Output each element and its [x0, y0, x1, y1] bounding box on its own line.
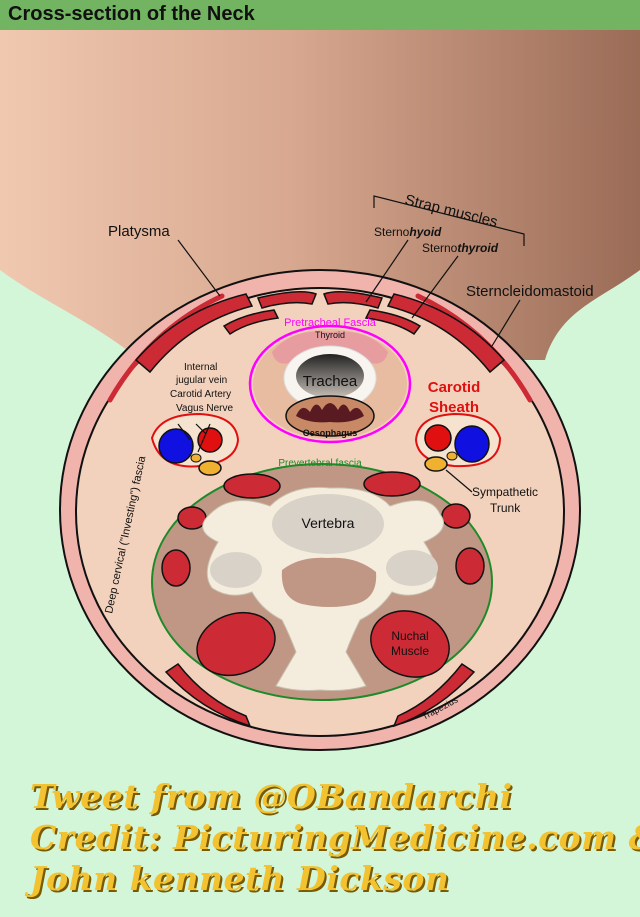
platysma-label: Platysma	[108, 223, 170, 240]
sternothyroid-left	[222, 309, 280, 336]
prevertebral-muscle-4	[441, 503, 471, 529]
neck-skin	[0, 30, 640, 360]
internal-jugular-vein-label-2: jugular vein	[175, 375, 227, 386]
nuchal-muscle-label-1: Nuchal	[391, 629, 428, 643]
prevertebral-muscle-5	[161, 549, 191, 587]
nuchal-muscle-left	[196, 611, 276, 677]
sternohyoid-label: Sternohyoid	[374, 225, 442, 239]
sympathetic-trunk-left	[198, 460, 222, 476]
sympathetic-trunk-label-1: Sympathetic	[472, 485, 538, 499]
carotid-sheath-label-1: Carotid	[428, 379, 481, 396]
trapezius-right	[392, 662, 476, 728]
vertebra-label: Vertebra	[302, 515, 355, 531]
oesophagus-label: Oesophagus	[303, 428, 358, 438]
spinal-canal	[281, 557, 377, 607]
transverse-process-right	[386, 550, 438, 586]
sternohyoid-left	[256, 291, 317, 309]
leader-lines	[177, 195, 525, 493]
prevertebral-muscle-1	[223, 473, 281, 499]
page-title: Cross-section of the Neck	[8, 3, 255, 25]
prevertebral-muscle-2	[363, 471, 421, 497]
prevertebral-muscle-3	[177, 506, 207, 530]
title-bar: Cross-section of the Neck	[0, 0, 640, 30]
sternothyroid-right	[364, 309, 422, 336]
sternocleidomastoid-label: Sterncleidomastoid	[466, 283, 594, 300]
carotid-artery-label: Carotid Artery	[170, 389, 231, 400]
sympathetic-trunk-right	[424, 456, 448, 472]
prevertebral-muscle-6	[455, 547, 485, 585]
footer-credit-line: Credit: PicturingMedicine.com &	[30, 818, 640, 857]
thyroid-label: Thyroid	[315, 330, 345, 340]
carotid-artery-right	[424, 424, 452, 452]
internal-jugular-vein-right	[454, 425, 490, 463]
footer-tweet-line: Tweet from @OBandarchi	[30, 777, 513, 816]
trachea-label: Trachea	[303, 373, 358, 390]
nuchal-muscle-label-2: Muscle	[391, 644, 429, 658]
credits-footer: Tweet from @OBandarchi Credit: Picturing…	[30, 776, 640, 899]
sternocleidomastoid-right	[386, 293, 506, 374]
internal-jugular-vein-label: Internal	[184, 362, 217, 373]
footer-author-line: John kenneth Dickson	[30, 859, 450, 898]
carotid-sheath-label-2: Sheath	[429, 399, 479, 416]
vagus-nerve-right	[446, 451, 458, 461]
pretracheal-fascia	[248, 324, 412, 444]
prevertebral-fascia-label: Prevertebral fascia	[278, 458, 362, 469]
vagus-nerve-left	[190, 453, 202, 463]
sternocleidomastoid-left	[134, 293, 254, 374]
trapezius-left	[164, 662, 252, 728]
internal-jugular-vein-left	[158, 428, 194, 464]
sympathetic-trunk-label-2: Trunk	[490, 501, 521, 515]
transverse-process-left	[210, 552, 262, 588]
oesophagus-lumen	[296, 403, 364, 423]
vagus-nerve-label: Vagus Nerve	[176, 403, 234, 414]
trachea-lumen	[296, 354, 364, 398]
carotid-artery-left	[197, 427, 223, 453]
sternohyoid-right	[323, 291, 384, 309]
vertebral-body	[272, 494, 384, 554]
sternothyroid-label: Sternothyroid	[422, 241, 499, 255]
nuchal-muscle-right	[370, 610, 450, 678]
pretracheal-fascia-label: Pretracheal Fascia	[284, 317, 377, 329]
